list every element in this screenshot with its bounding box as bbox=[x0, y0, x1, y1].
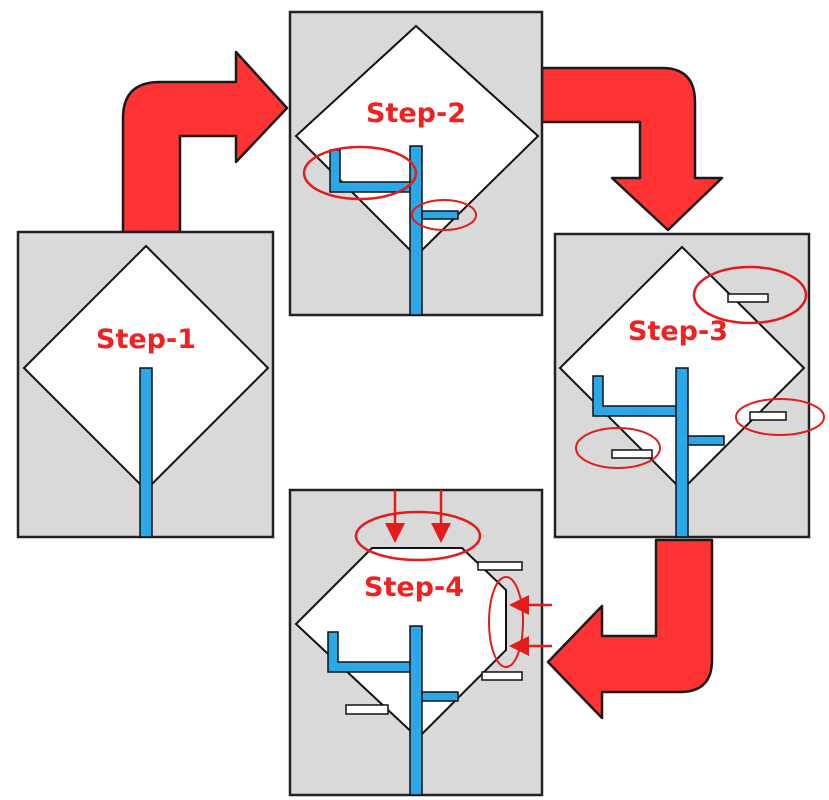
feed-line bbox=[139, 367, 153, 538]
arrow-step2-to-step3 bbox=[540, 66, 724, 232]
feed-line bbox=[409, 625, 423, 796]
slot bbox=[611, 449, 653, 459]
highlight-ellipse bbox=[302, 145, 418, 201]
step-1-panel: Step-1 bbox=[16, 230, 275, 539]
slot bbox=[749, 411, 787, 421]
highlight-ellipse bbox=[354, 510, 482, 562]
slot bbox=[477, 561, 523, 571]
step-label: Step-2 bbox=[366, 98, 466, 129]
highlight-ellipse bbox=[692, 265, 808, 325]
step-label: Step-1 bbox=[96, 324, 196, 355]
arrow-step3-to-step4 bbox=[546, 538, 714, 720]
feed-line bbox=[675, 367, 689, 538]
step-2-panel: Step-2 bbox=[288, 10, 544, 317]
modified-patch bbox=[294, 547, 507, 740]
step-4-panel: Step-4 bbox=[288, 488, 552, 797]
side-stub bbox=[421, 691, 459, 702]
slot bbox=[481, 671, 523, 681]
side-stub bbox=[687, 435, 725, 446]
side-stub bbox=[421, 210, 459, 220]
slot bbox=[345, 704, 389, 715]
step-label: Step-4 bbox=[364, 572, 464, 603]
step-label: Step-3 bbox=[628, 316, 728, 347]
highlight-ellipse bbox=[575, 427, 661, 469]
feed-line bbox=[409, 145, 423, 316]
highlight-ellipse bbox=[488, 576, 524, 668]
step-3-panel: Step-3 bbox=[553, 232, 825, 539]
arrow-step1-to-step2 bbox=[121, 50, 289, 234]
slot bbox=[727, 293, 769, 303]
highlight-ellipse bbox=[411, 199, 477, 231]
flow-arrows bbox=[121, 50, 724, 720]
highlight-ellipse bbox=[735, 398, 825, 436]
